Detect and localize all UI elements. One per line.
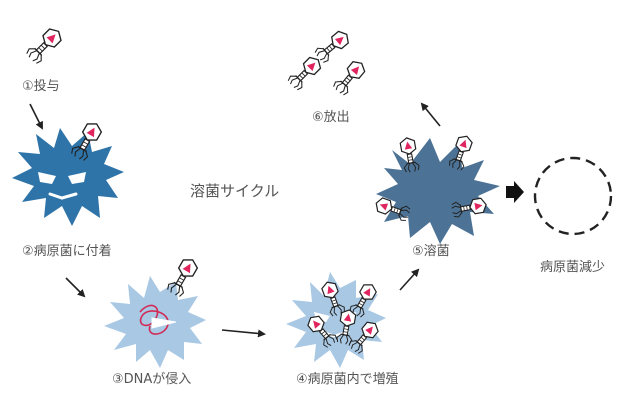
step2-label: ②病原菌に付着 (22, 243, 112, 259)
arrow-4-to-5 (399, 268, 420, 291)
bacterium-dna-injected (104, 276, 206, 368)
released-phages-icon (285, 27, 369, 98)
arrow-1-to-2 (29, 103, 43, 130)
arrow-5-to-6 (420, 102, 441, 127)
step4-label: ④病原菌内で増殖 (296, 371, 399, 387)
bacterium-lysing (376, 138, 500, 244)
phage-step1-icon (24, 24, 66, 66)
result-label: 病原菌減少 (540, 259, 605, 275)
step5-label: ⑤溶菌 (412, 244, 450, 259)
bacterium-attached (12, 128, 124, 226)
center-title: 溶菌サイクル (190, 182, 279, 200)
phage-injecting-icon (165, 254, 201, 299)
arrow-2-to-3 (65, 277, 86, 298)
step6-label: ⑥放出 (312, 110, 350, 125)
step3-label: ③DNAが侵入 (112, 371, 191, 387)
angry-face-icon (38, 172, 86, 200)
step1-label: ①投与 (22, 78, 60, 94)
vanished-bacterium (533, 156, 613, 236)
block-arrow-icon (506, 181, 524, 203)
arrow-3-to-4 (221, 329, 266, 338)
injected-dna-icon (139, 304, 169, 335)
